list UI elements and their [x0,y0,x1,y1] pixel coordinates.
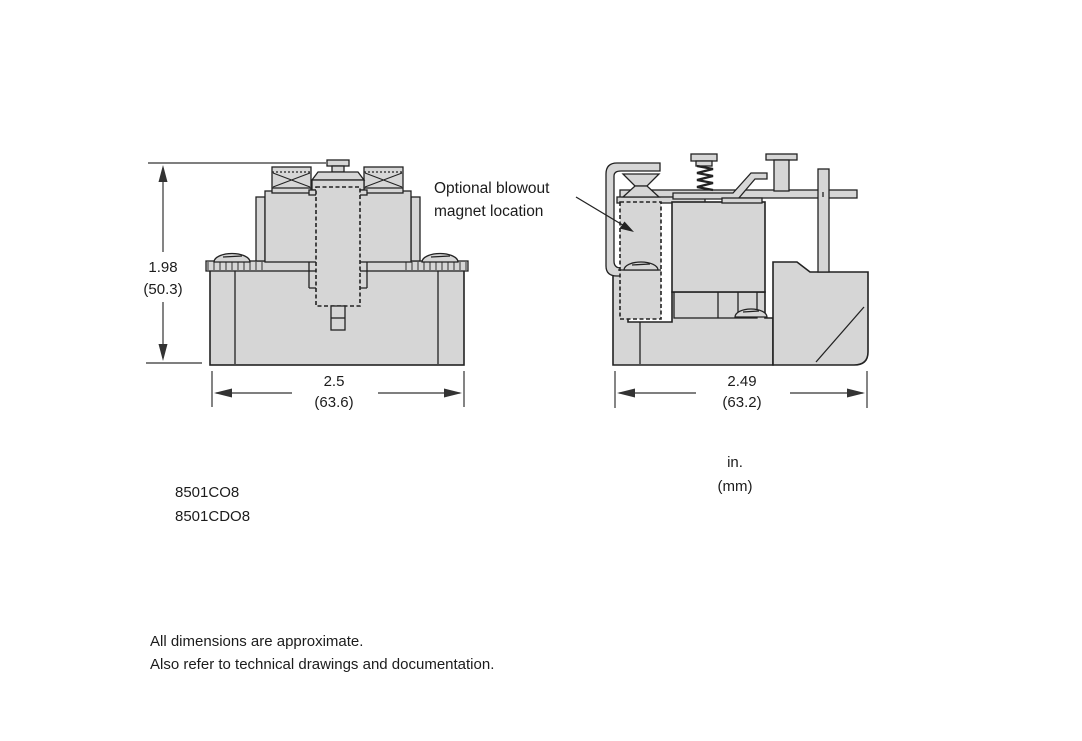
side-width-value-mm: (63.2) [722,394,762,411]
annotation-line-2: magnet location [434,203,544,220]
annotation-line-1: Optional blowout [434,180,550,197]
height-value-mm: (50.3) [143,281,183,298]
side-lever-arm [672,172,768,200]
annotation-leader-arrow [575,196,634,232]
front-width-value-mm: (63.6) [314,394,354,411]
screw-head-icon [734,308,768,318]
side-terminal-rod [817,168,830,273]
blowout-magnet-annotation: Optional blowout magnet location [434,177,549,223]
blowout-magnet-location [619,201,662,320]
side-main-body [671,201,766,293]
units-note: in. (mm) [695,451,775,499]
model-number-2: 8501CDO8 [175,508,251,525]
height-value-in: 1.98 [148,259,178,276]
side-width-dimension-label: 2.49 (63.2) [697,371,787,413]
screw-head-icon [618,261,661,271]
units-line-1: in. [727,454,743,471]
front-height-dimension [146,162,326,364]
footer-line-2: Also refer to technical drawings and doc… [150,656,495,673]
front-width-value-in: 2.5 [323,373,345,390]
spring-icon [690,153,718,192]
coil-clip-left [271,166,312,194]
coil-clip-right [363,166,404,194]
screw-head-icon [213,252,251,263]
units-line-2: (mm) [717,478,753,495]
front-width-dimension-label: 2.5 (63.6) [289,371,379,413]
front-plunger-hidden-outline [315,186,361,307]
front-plunger-pin [330,305,346,331]
footer-note: All dimensions are approximate. Also ref… [150,630,494,676]
front-width-dimension [211,371,465,407]
side-width-dimension [614,371,868,408]
front-view-drawing [205,159,469,366]
model-number-1: 8501CO8 [175,484,240,501]
side-base-right [772,261,869,366]
side-width-value-in: 2.49 [727,373,757,390]
screw-head-icon [421,252,459,263]
side-terminal-post [765,153,798,192]
side-view-drawing [605,153,869,366]
footer-line-1: All dimensions are approximate. [150,633,364,650]
front-height-dimension-label: 1.98 (50.3) [120,257,206,301]
side-spool [621,173,661,198]
model-numbers: 8501CO8 8501CDO8 [175,481,250,529]
